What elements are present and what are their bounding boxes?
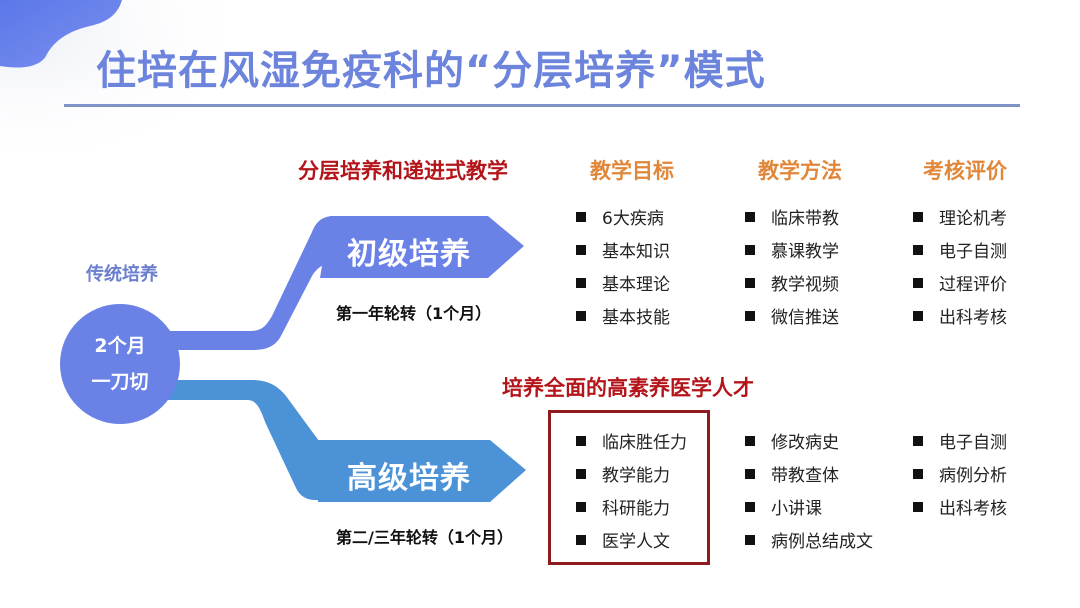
square-bullet-icon: [576, 534, 586, 545]
primary-assessment-list: 理论机考 电子自测 过程评价 出科考核: [913, 200, 1007, 332]
primary-methods-list: 临床带教 慕课教学 教学视频 微信推送: [745, 200, 839, 332]
square-bullet-icon: [745, 277, 755, 288]
advanced-methods-list: 修改病史 带教查体 小讲课 病例总结成文: [745, 424, 873, 556]
list-item: 小讲课: [745, 490, 873, 523]
advanced-branch-arrow: [318, 440, 526, 502]
square-bullet-icon: [576, 501, 586, 512]
advanced-goals-list: 临床胜任力 教学能力 科研能力 医学人文: [576, 424, 687, 556]
advanced-rotation-text: 第二/三年轮转（1个月）: [336, 528, 513, 547]
list-item: 6大疾病: [576, 200, 670, 233]
advanced-assessment-list: 电子自测 病例分析 出科考核: [913, 424, 1007, 523]
square-bullet-icon: [745, 211, 755, 222]
primary-goals-list: 6大疾病 基本知识 基本理论 基本技能: [576, 200, 670, 332]
square-bullet-icon: [745, 310, 755, 321]
square-bullet-icon: [913, 211, 923, 222]
advanced-goals-highlight-box: [548, 410, 710, 565]
list-item: 病例分析: [913, 457, 1007, 490]
list-item: 理论机考: [913, 200, 1007, 233]
square-bullet-icon: [576, 435, 586, 446]
section-heading-layered: 分层培养和递进式教学: [298, 159, 508, 183]
title-divider: [64, 104, 1020, 107]
list-item: 基本理论: [576, 266, 670, 299]
square-bullet-icon: [745, 435, 755, 446]
column-heading-assessment: 考核评价: [923, 159, 1007, 183]
primary-branch-arrow: [320, 216, 524, 278]
list-item: 医学人文: [576, 523, 687, 556]
square-bullet-icon: [913, 244, 923, 255]
traditional-circle: [60, 304, 180, 424]
traditional-training-label: 传统培养: [86, 264, 158, 285]
list-item: 科研能力: [576, 490, 687, 523]
list-item: 教学能力: [576, 457, 687, 490]
list-item: 电子自测: [913, 233, 1007, 266]
list-item: 修改病史: [745, 424, 873, 457]
page-title: 住培在风湿免疫科的“分层培养”模式: [96, 48, 766, 94]
square-bullet-icon: [745, 468, 755, 479]
square-bullet-icon: [913, 468, 923, 479]
square-bullet-icon: [576, 468, 586, 479]
square-bullet-icon: [576, 277, 586, 288]
list-item: 微信推送: [745, 299, 839, 332]
list-item: 带教查体: [745, 457, 873, 490]
square-bullet-icon: [745, 534, 755, 545]
square-bullet-icon: [913, 435, 923, 446]
square-bullet-icon: [745, 501, 755, 512]
circle-line-duration: 2个月: [94, 335, 146, 357]
primary-training-label: 初级培养: [347, 237, 471, 272]
advanced-training-label: 高级培养: [347, 461, 471, 496]
list-item: 基本技能: [576, 299, 670, 332]
list-item: 病例总结成文: [745, 523, 873, 556]
column-heading-goals: 教学目标: [590, 159, 674, 183]
square-bullet-icon: [745, 244, 755, 255]
square-bullet-icon: [576, 244, 586, 255]
primary-rotation-text: 第一年轮转（1个月）: [336, 304, 492, 323]
list-item: 电子自测: [913, 424, 1007, 457]
list-item: 出科考核: [913, 299, 1007, 332]
square-bullet-icon: [913, 501, 923, 512]
list-item: 慕课教学: [745, 233, 839, 266]
list-item: 临床胜任力: [576, 424, 687, 457]
square-bullet-icon: [576, 211, 586, 222]
list-item: 临床带教: [745, 200, 839, 233]
corner-blob-decoration: [0, 0, 122, 68]
circle-line-one-size: 一刀切: [91, 371, 149, 393]
square-bullet-icon: [576, 310, 586, 321]
list-item: 教学视频: [745, 266, 839, 299]
column-heading-methods: 教学方法: [758, 159, 842, 183]
goal-heading-talent: 培养全面的高素养医学人才: [502, 376, 754, 400]
list-item: 过程评价: [913, 266, 1007, 299]
advanced-branch-connector: [150, 380, 330, 500]
list-item: 出科考核: [913, 490, 1007, 523]
square-bullet-icon: [913, 277, 923, 288]
square-bullet-icon: [913, 310, 923, 321]
list-item: 基本知识: [576, 233, 670, 266]
traditional-circle-text: 2个月 一刀切: [60, 328, 180, 400]
